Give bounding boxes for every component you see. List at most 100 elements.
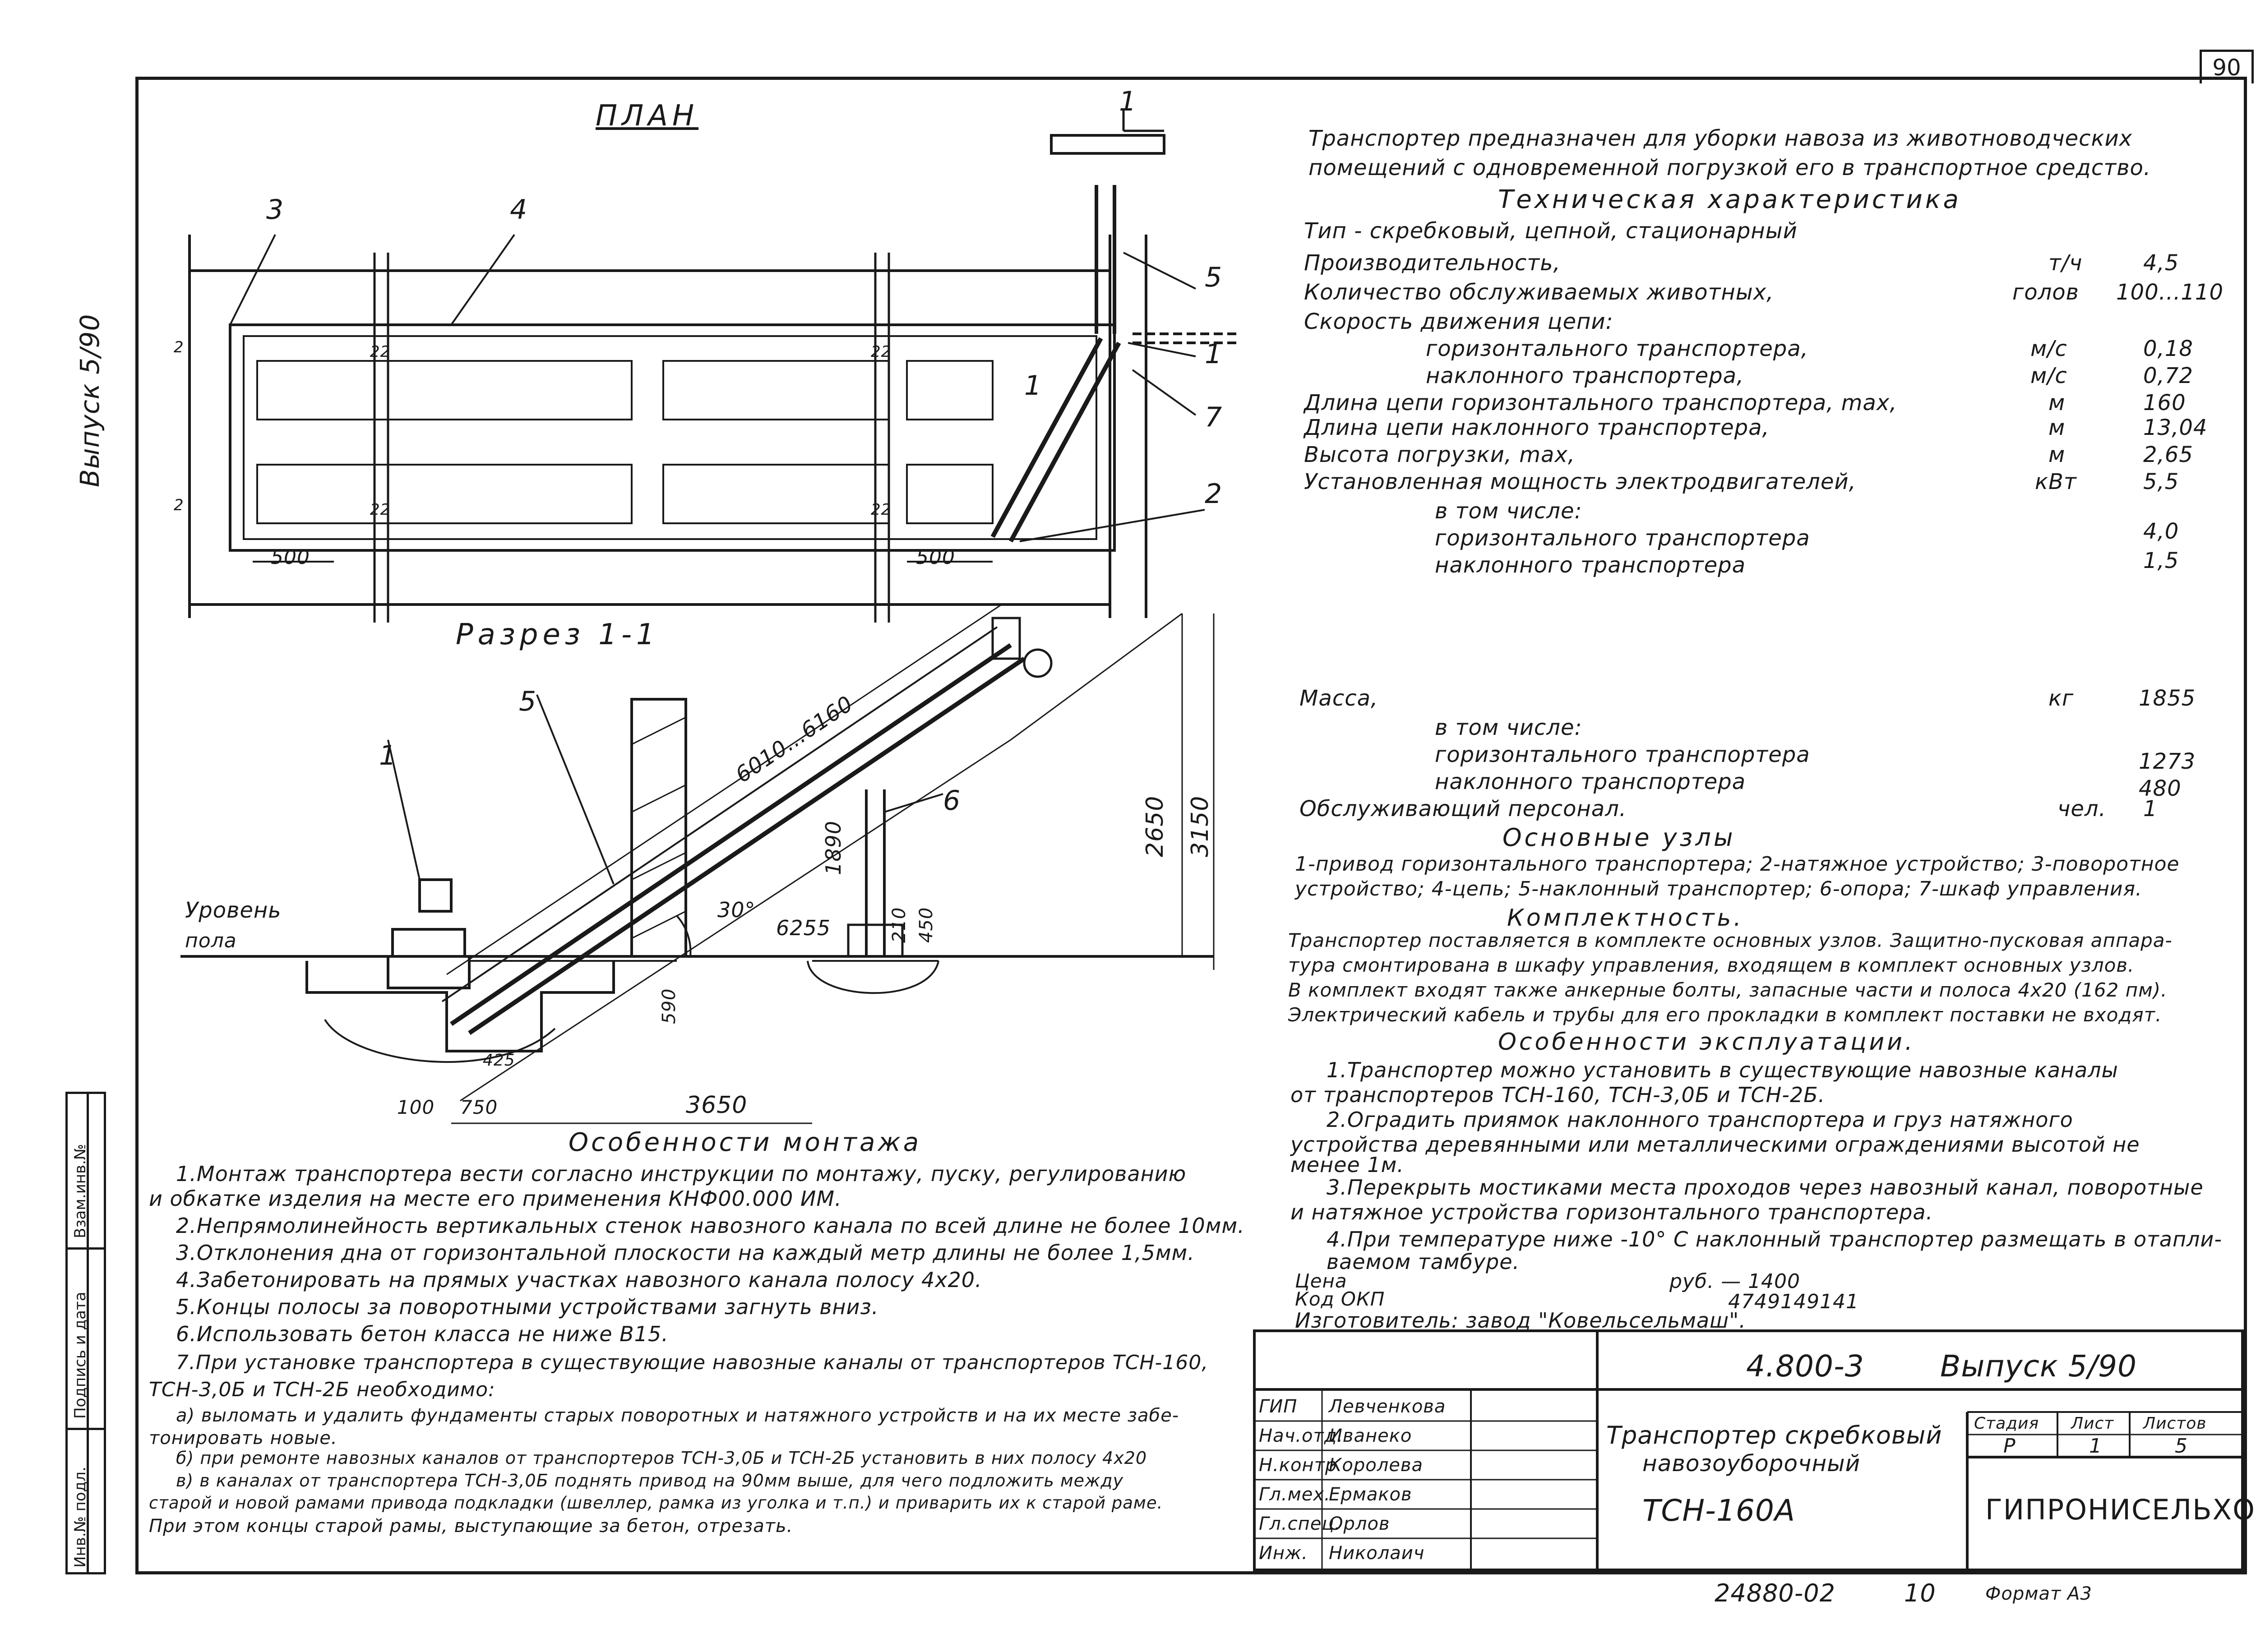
mount-line-13: старой и новой рамами привода подкладки …	[149, 1493, 1163, 1513]
spec-unit-7: м	[2048, 442, 2066, 467]
spec-unit-1: голов	[2012, 280, 2079, 305]
tb-name-1: Транспортер скребковый	[1606, 1421, 1942, 1449]
mount-line-5: 5.Концы полосы за поворотными устройства…	[176, 1295, 879, 1319]
plan-callout-5: 5	[1205, 262, 1223, 293]
section-dim-angle: 30°	[717, 898, 756, 922]
price-value: руб. — 1400	[1669, 1270, 1801, 1293]
mounting-title: Особенности монтажа	[569, 1128, 922, 1157]
spec-value-11: 1,5	[2143, 548, 2179, 573]
section-callout-5: 5	[519, 686, 537, 717]
spec-label-5: Длина цепи горизонтального транспортера,…	[1304, 390, 1897, 415]
footer-inv: 24880-02	[1715, 1579, 1835, 1607]
price-label: Цена	[1295, 1270, 1347, 1292]
tb-sheet-h: Лист	[2071, 1414, 2114, 1433]
tb-person-3: Ермаков	[1329, 1484, 1412, 1505]
tb-org: ГИПРОНИСЕЛЬХОЗ	[1985, 1493, 2256, 1526]
mass-value-0: 1855	[2139, 686, 2196, 711]
plan-axis-2a: 2	[174, 338, 184, 356]
tb-person-4: Орлов	[1329, 1514, 1390, 1534]
maker: Изготовитель: завод "Ковельсельмаш".	[1295, 1308, 1746, 1333]
section-view	[180, 604, 1215, 1124]
oper-title: Особенности эксплуатации.	[1498, 1029, 1915, 1056]
type-line: Тип - скребковый, цепной, стационарный	[1304, 218, 1798, 244]
plan-axis-22b: 22	[871, 343, 892, 361]
floor-label-1: Уровень	[185, 898, 282, 923]
tb-role-0: ГИП	[1259, 1396, 1298, 1417]
plan-callout-2: 2	[1205, 478, 1223, 510]
tb-person-0: Левченкова	[1329, 1396, 1446, 1417]
spec-value-0: 4,5	[2143, 250, 2179, 276]
tech-title: Техническая характеристика	[1498, 185, 1961, 214]
mount-line-11: б) при ремонте навозных каналов от транс…	[176, 1448, 1147, 1468]
spec-unit-8: кВт	[2035, 469, 2077, 494]
complect-line-1: тура смонтирована в шкафу управления, вх…	[1288, 954, 2135, 976]
mass-unit-0: кг	[2048, 686, 2074, 711]
plan-callout-1: 1	[1205, 338, 1223, 370]
section-dim-6255: 6255	[776, 916, 831, 940]
spec-value-10: 4,0	[2143, 519, 2179, 544]
plan-axis-22a: 22	[370, 343, 391, 361]
section-dim-3150: 3150	[1187, 795, 1214, 857]
tb-role-5: Инж.	[1259, 1543, 1308, 1564]
tb-person-1: Иванеко	[1329, 1426, 1412, 1446]
plan-axis-22c: 22	[370, 501, 391, 519]
mass-unit-4: чел.	[2057, 796, 2106, 821]
mount-line-14: При этом концы старой рамы, выступающие …	[149, 1516, 793, 1537]
section-dim-210: 210	[889, 907, 910, 943]
complect-line-2: В комплект входят также анкерные болты, …	[1288, 979, 2168, 1001]
spec-unit-3: м/с	[2030, 336, 2067, 361]
oper-line-4: менее 1м.	[1290, 1153, 1404, 1177]
spec-unit-4: м/с	[2030, 363, 2067, 388]
spec-value-3: 0,18	[2143, 336, 2193, 361]
mass-label-1: в том числе:	[1435, 715, 1582, 740]
tb-name-3: ТСН-160А	[1642, 1493, 1795, 1528]
plan-dim-500-right: 500	[916, 546, 955, 569]
footer-page: 10	[1904, 1579, 1936, 1607]
spec-value-1: 100...110	[2116, 280, 2224, 305]
spec-unit-6: м	[2048, 415, 2066, 440]
mount-line-2: 2.Непрямолинейность вертикальных стенок …	[176, 1214, 1245, 1238]
spec-value-7: 2,65	[2143, 442, 2193, 467]
complect-line-0: Транспортер поставляется в комплекте осн…	[1288, 929, 2173, 951]
plan-callout-7: 7	[1205, 401, 1223, 433]
plan-dim-500-left: 500	[271, 546, 310, 569]
title-block-lines	[1253, 1329, 2244, 1571]
mass-label-4: Обслуживающий персонал.	[1299, 796, 1627, 821]
mount-line-4: 4.Забетонировать на прямых участках наво…	[176, 1268, 982, 1292]
mass-value-3: 480	[2139, 776, 2182, 801]
nodes-line-1: 1-привод горизонтального транспортера; 2…	[1295, 853, 2180, 876]
tb-role-4: Гл.спец.	[1259, 1514, 1341, 1534]
drawing-frame	[135, 77, 2247, 1574]
section-callout-1: 1	[379, 740, 397, 771]
section-dim-425: 425	[483, 1051, 515, 1070]
section-dim-1890: 1890	[821, 820, 846, 875]
section-dim-2650: 2650	[1142, 795, 1169, 857]
okp-value: 4749149141	[1728, 1290, 1859, 1313]
section-dim-590: 590	[659, 988, 680, 1024]
tb-person-2: Королева	[1329, 1455, 1423, 1476]
mount-line-1: и обкатке изделия на месте его применени…	[149, 1186, 842, 1211]
section-mark: 1	[1119, 86, 1137, 117]
oper-line-7: 4.При температуре ниже -10° С наклонный …	[1327, 1227, 2222, 1251]
desc-intro-1: Транспортер предназначен для уборки наво…	[1308, 126, 2133, 151]
sheet-number: 90	[2200, 50, 2254, 83]
tb-role-2: Н.контр	[1259, 1455, 1337, 1476]
side-stamp: Инв.№ подл. Подпись и дата Взам.инв.№	[65, 1092, 106, 1574]
oper-line-2: 2.Оградить приямок наклонного транспорте…	[1327, 1107, 2073, 1132]
plan-view	[188, 108, 1241, 623]
plan-axis-2b: 2	[174, 496, 184, 514]
oper-line-3: устройства деревянными или металлическим…	[1290, 1132, 2140, 1157]
mass-value-4: 1	[2143, 796, 2158, 821]
tb-stage: Р	[2003, 1435, 2016, 1458]
plan-callout-3: 3	[266, 194, 284, 226]
plan-title: ПЛАН	[596, 99, 699, 133]
spec-label-3: горизонтального транспортера,	[1426, 336, 1808, 361]
spec-label-6: Длина цепи наклонного транспортера,	[1304, 415, 1770, 440]
section-dim-450: 450	[916, 907, 937, 943]
plan-callout-1b: 1	[1024, 370, 1042, 401]
spec-label-2: Скорость движения цепи:	[1304, 309, 1613, 334]
section-dim-100: 100	[397, 1096, 435, 1118]
plan-callout-4: 4	[510, 194, 528, 226]
tb-stage-h: Стадия	[1974, 1414, 2039, 1433]
complect-title: Комплектность.	[1507, 904, 1744, 932]
